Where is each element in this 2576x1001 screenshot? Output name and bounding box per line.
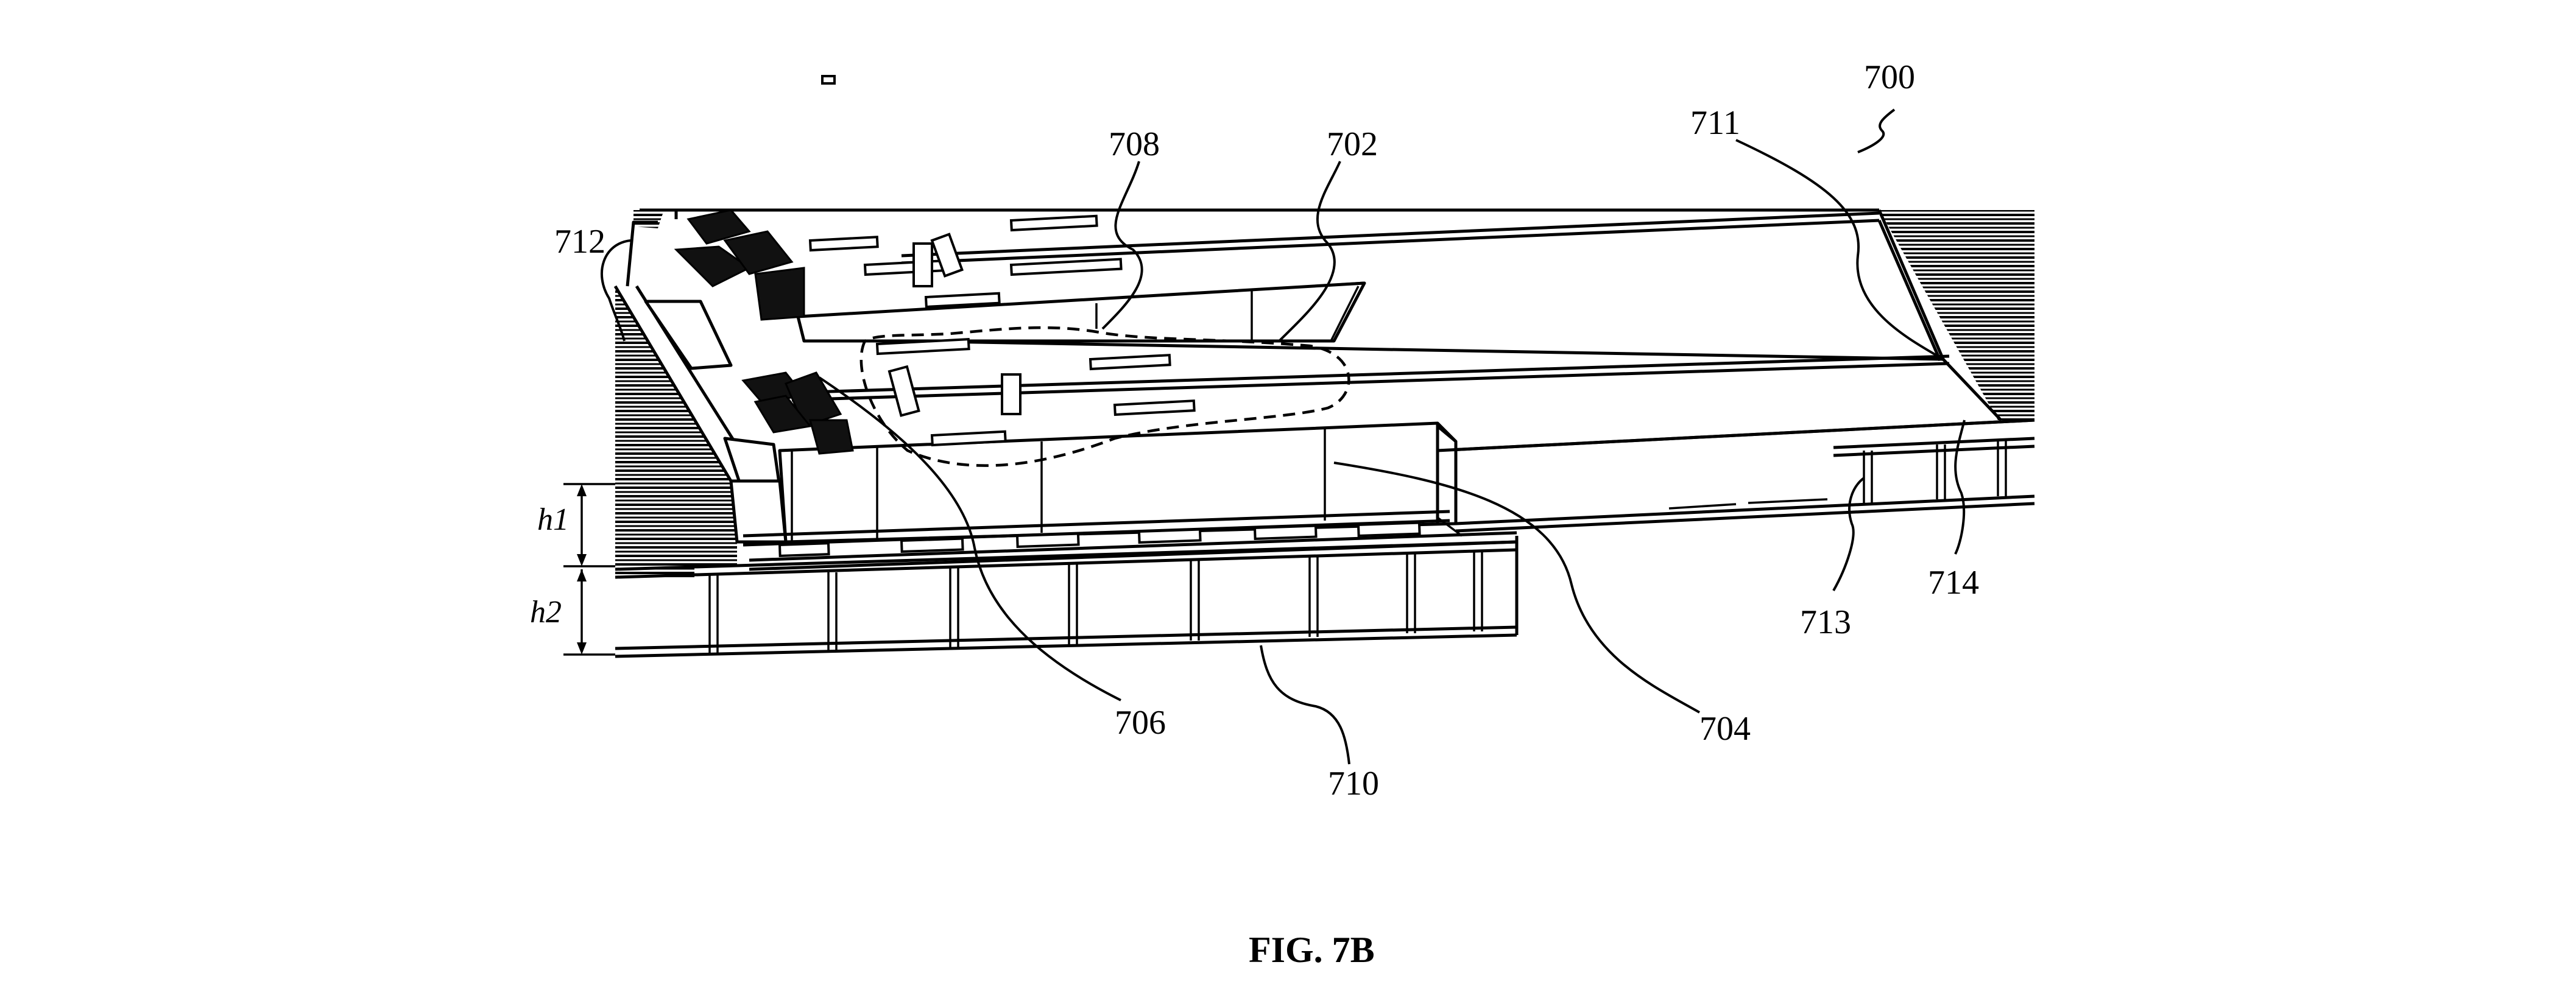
figure-caption: FIG. 7B xyxy=(1249,930,1375,970)
leader-lines xyxy=(600,108,1966,765)
leader-712 xyxy=(600,239,631,342)
label-714: 714 xyxy=(1928,564,1979,602)
upper-slots xyxy=(808,75,1123,309)
inlet-box-702 xyxy=(796,281,1366,343)
left-wall-712 xyxy=(613,210,788,544)
leader-706 xyxy=(818,376,1121,701)
label-702: 702 xyxy=(1327,125,1378,163)
label-708: 708 xyxy=(1109,125,1160,163)
label-706: 706 xyxy=(1115,704,1166,742)
dimension-marks: h1 h2 xyxy=(530,483,615,656)
leader-714 xyxy=(1954,420,1966,555)
label-704: 704 xyxy=(1699,710,1751,748)
reference-numerals: 700 711 702 708 712 706 704 710 713 714 xyxy=(554,58,1979,803)
label-713: 713 xyxy=(1800,603,1851,641)
dashed-region-708 xyxy=(859,326,1350,467)
label-700: 700 xyxy=(1864,58,1915,96)
label-710: 710 xyxy=(1328,765,1379,803)
leader-711 xyxy=(1735,139,1944,360)
leader-710 xyxy=(1260,645,1350,765)
leader-704 xyxy=(1333,462,1700,714)
lower-slots xyxy=(875,338,1196,447)
leader-702 xyxy=(1278,161,1341,342)
leader-708 xyxy=(1101,161,1143,330)
dimension-label-h2: h2 xyxy=(530,595,562,630)
bottom-cell-layer xyxy=(615,536,1519,658)
leader-713 xyxy=(1832,477,1865,591)
dimension-label-h1: h1 xyxy=(537,502,569,537)
leader-700 xyxy=(1857,108,1896,153)
label-712: 712 xyxy=(554,223,605,261)
right-cell-layer xyxy=(1437,418,2035,533)
connector-plates-706 xyxy=(674,209,854,455)
label-711: 711 xyxy=(1690,104,1740,142)
base-plate xyxy=(743,510,1517,571)
